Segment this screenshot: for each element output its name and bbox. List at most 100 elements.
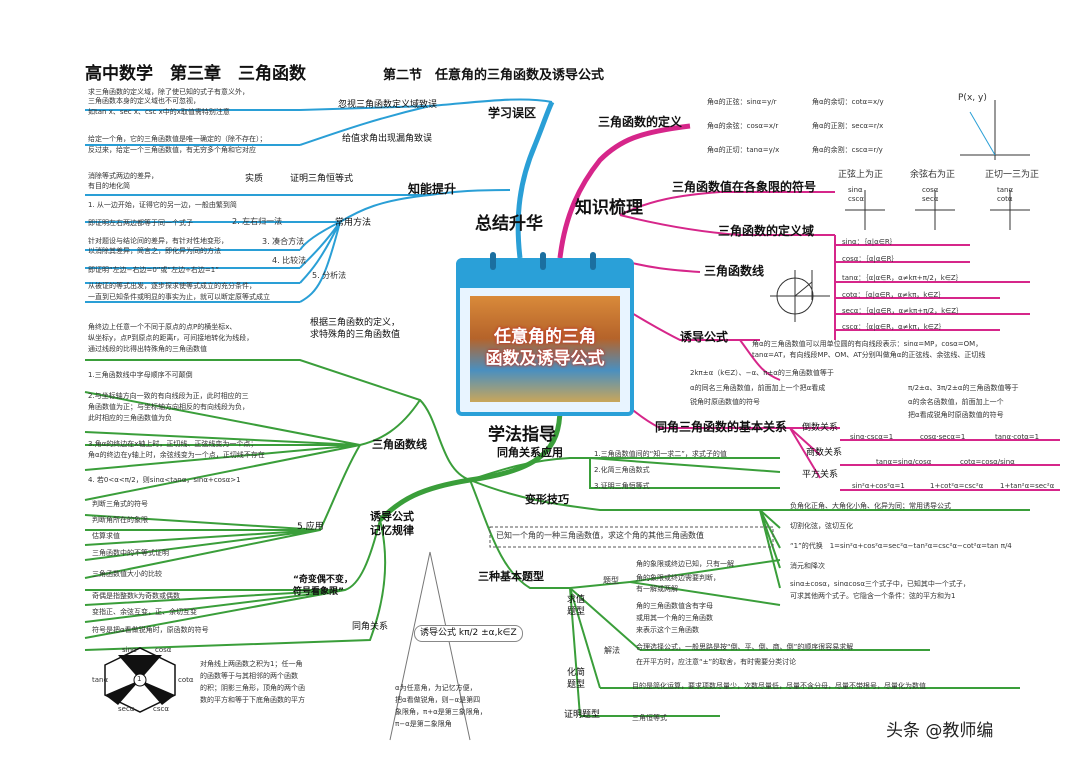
recip-3: tanα·cotα=1 [995, 433, 1040, 441]
tl-2b: 角函数值为正；与坐标轴方向相反的有向线段为负， [88, 403, 249, 411]
note-mistake-1c: 如tan x、sec x、csc x中的x取值需特别注意 [88, 108, 230, 116]
type-2: 角的象限或终边需要判断， [636, 574, 720, 582]
node-type: 题型 [603, 576, 619, 585]
hex-csc: cscα [153, 705, 169, 713]
deform-5a: sinα±cosα，sinαcosα三个式子中，已知其中一个式子， [790, 580, 970, 588]
node-trig-line-method: 三角函数线 [372, 438, 427, 451]
node-basic-relation: 同角三角函数的基本关系 [655, 420, 788, 434]
point-p-label: P(x, y) [958, 93, 987, 103]
node-common-methods: 常用方法 [335, 218, 372, 228]
quadrant-head-sin: 正弦上为正 [838, 170, 884, 180]
rule-quote-b: 符号看象限” [293, 587, 344, 597]
node-essence: 实质 [245, 174, 264, 184]
solve-1: 合理选择公式，一般思路是按“倒、平、倒、商、倒”的顺序很容易求解 [636, 643, 854, 651]
node-domain: 三角函数的定义域 [718, 224, 815, 238]
hex-one: 1 [137, 675, 142, 683]
type-3: 有一解或两解 [636, 585, 678, 593]
hex-note-d: 数的平方和等于下底角函数的平方 [200, 696, 305, 704]
node-solve: 解法 [604, 646, 620, 655]
hex-sin: sinα [122, 646, 137, 654]
domain-tan: tanα：｛α|α∈R，α≠kπ+π/2，k∈Z｝ [842, 274, 963, 282]
node-qiuzhi-b: 题型 [567, 607, 586, 617]
type-6: 来表示这个三角函数 [636, 626, 699, 634]
type-1: 角的象限或终边已知，只有一解 [636, 560, 734, 568]
node-induction: 诱导公式 [680, 330, 729, 344]
method-3b: 以消除其差异，简言之，即化异为同的方法 [88, 247, 221, 255]
note-mistake-1b: 三角函数本身的定义域也不可忽视， [88, 97, 200, 105]
branch-summary: 总结升华 [475, 214, 543, 234]
node-prove-identity: 证明三角恒等式 [290, 174, 354, 184]
node-mistake-2: 给值求角出现漏角致误 [342, 134, 433, 144]
quadrant-fn-cos: cosα [922, 186, 939, 194]
formula-note-d: π−α是第二象限角 [395, 720, 452, 728]
domain-sin: sinα：｛α|α∈R｝ [842, 238, 897, 246]
node-special-b: 求特殊角的三角函数值 [310, 330, 401, 340]
method-4-tag: 4. 比较法 [272, 256, 307, 265]
square-2: 1+cot²α=csc²α [930, 482, 984, 490]
quadrant-fn-csc: cscα [848, 195, 864, 203]
induction-2a: π/2±α、3π/2±α的三角函数值等于 [908, 384, 1019, 392]
page-subtitle: 第二节 任意角的三角函数及诱导公式 [383, 68, 605, 83]
hex-tan: tanα [92, 676, 109, 684]
induction-1b: α的同名三角函数值，前面加上一个把α看成 [690, 384, 826, 392]
rule-1: 奇偶是指整数k为奇数或偶数 [92, 592, 181, 600]
method-2: 即证明左右两边都等于同一个式子 [88, 219, 193, 227]
node-rule-b: 记忆规律 [370, 524, 414, 537]
tl-3a: 3.角α的终边在x轴上时，正切线、正弦线变为一个点； [88, 440, 258, 448]
quadrant-head-tan: 正切一三为正 [985, 170, 1040, 180]
node-special-a: 根据三角函数的定义， [310, 318, 401, 328]
node-apply: 5.应用 [297, 522, 324, 532]
induction-1a: 2kπ±α（k∈Z）、−α、π±α的三角函数值等于 [690, 369, 834, 377]
hex-note-c: 的积；阴影三角形，顶角的两个函 [200, 684, 305, 692]
apply-4: 三角函数中的不等式证明 [92, 549, 169, 557]
method-2-tag: 2. 左右归一法 [232, 217, 283, 226]
node-same-relation: 同角关系 [352, 622, 389, 632]
node-mistakes: 学习误区 [488, 106, 537, 120]
apply-1: 判断三角式的符号 [92, 500, 148, 508]
recip-1: sinα·cscα=1 [850, 433, 894, 441]
induction-1c: 锐角时原函数值的符号 [690, 398, 760, 406]
node-same-app: 同角关系应用 [497, 446, 563, 459]
node-three-types: 三种基本题型 [478, 570, 544, 583]
same-app-3: 3.证明三角恒等式 [594, 482, 650, 490]
induction-2b: α的余名函数值，前面加上一个 [908, 398, 1004, 406]
def-cos: 角α的余弦：cosα=x/r [707, 122, 779, 130]
recip-2: cosα·secα=1 [920, 433, 966, 441]
method-5b: 一直到已知条件或明显的事实为止，就可以断定原等式成立 [88, 293, 270, 301]
deform-5b: 可求其他两个式子。它隐含一个条件：弦的平方和为1 [790, 592, 956, 600]
page-title: 高中数学 第三章 三角函数 [85, 64, 306, 84]
node-prove-type: 证明题型 [564, 710, 601, 720]
quadrant-fn-cot: cotα [997, 195, 1013, 203]
domain-csc: cscα：｛α|α∈R，α≠kπ，k∈Z｝ [842, 323, 946, 331]
def-sec: 角α的正割：secα=r/x [812, 122, 884, 130]
node-rule-a: 诱导公式 [370, 510, 414, 523]
formula-note-c: 象限角，π+α是第三象限角， [395, 708, 487, 716]
def-csc: 角α的余割：cscα=r/y [812, 146, 883, 154]
rule-2: 变指正、余弦互变，正、余切互变 [92, 608, 197, 616]
watermark: 头条 @教师编 [886, 721, 994, 741]
tl-2c: 此时相应的三角函数值为负 [88, 414, 172, 422]
method-1: 1. 从一边开始，证得它的另一边，一般由繁到简 [88, 201, 237, 209]
tl-1: 1.三角函数线中字母顺序不可颠倒 [88, 371, 193, 379]
method-3a: 针对题设与结论间的差异，有针对性地变形， [88, 237, 228, 245]
node-simplify-b: 题型 [567, 680, 586, 690]
apply-2: 判断角所在的象限 [92, 516, 148, 524]
method-5a: 从被证的等式出发，逐步探求使等式成立的充分条件， [88, 282, 256, 290]
branch-method: 学法指导 [488, 425, 556, 445]
node-formula: 诱导公式 kπ/2 ±α,k∈Z [414, 625, 523, 643]
node-quadrant-sign: 三角函数值在各象限的符号 [672, 180, 817, 194]
simplify-note: 目的是简化运算，要求项数尽量少，次数尽量低，尽量不含分母，尽量不带根号，尽量化为… [632, 682, 926, 690]
deform-2: 切割化弦，弦切互化 [790, 522, 853, 530]
note-essence-b: 有目的地化简 [88, 182, 130, 190]
apply-3: 估算求值 [92, 532, 120, 540]
hex-note-b: 的函数等于与其相邻的两个函数 [200, 672, 298, 680]
special-note-c: 通过线段的比得出特殊角的三角函数值 [88, 345, 207, 353]
note-essence-a: 消除等式两边的差异， [88, 172, 158, 180]
node-definition: 三角函数的定义 [598, 115, 683, 129]
quot-2: cotα=cosα/sinα [960, 458, 1015, 466]
node-trig-line: 三角函数线 [704, 264, 765, 278]
note-mistake-1a: 求三角函数的定义域，除了使已知的式子有意义外， [88, 88, 249, 96]
known-condition: 已知一个角的一种三角函数值，求这个角的其他三角函数值 [496, 531, 704, 540]
induction-2c: 把α看成锐角时原函数值的符号 [908, 411, 1004, 419]
